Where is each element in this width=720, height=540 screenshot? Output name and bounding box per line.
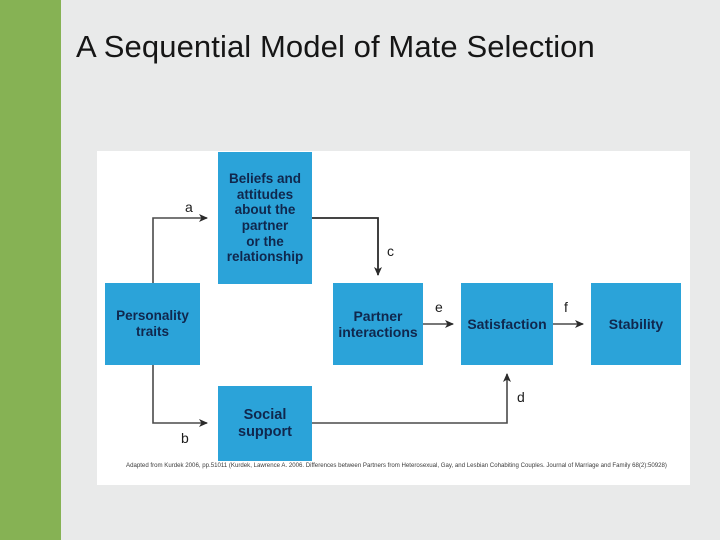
diagram-node-beliefs-label: Beliefs and attitudes about the partner …: [226, 171, 304, 265]
diagram-node-social-support: Social support: [218, 386, 312, 461]
diagram-node-personality-traits-label: Personality traits: [116, 308, 189, 339]
edge-label-c: c: [387, 243, 394, 259]
diagram-node-stability: Stability: [591, 283, 681, 365]
edge-d-path: [312, 373, 511, 424]
diagram-node-satisfaction: Satisfaction: [461, 283, 553, 365]
edge-label-b: b: [181, 430, 189, 446]
edge-a-path: [152, 214, 208, 283]
figure-caption: Adapted from Kurdek 2006, pp.51011 (Kurd…: [126, 462, 667, 469]
diagram-node-partner-interactions-label: Partner interactions: [338, 307, 418, 340]
edge-label-d: d: [517, 389, 525, 405]
diagram-node-personality-traits: Personality traits: [105, 283, 200, 365]
diagram-node-social-support-label: Social support: [238, 406, 292, 440]
edge-label-e: e: [435, 299, 443, 315]
diagram-node-stability-label: Stability: [608, 315, 664, 332]
diagram-node-satisfaction-label: Satisfaction: [467, 315, 547, 332]
diagram-node-partner-interactions: Partner interactions: [333, 283, 423, 365]
edge-label-f: f: [564, 299, 568, 315]
page-title: A Sequential Model of Mate Selection: [76, 29, 595, 64]
edge-label-a: a: [185, 199, 193, 215]
edge-c-path: [312, 217, 382, 276]
edge-b-path: [152, 365, 208, 427]
accent-bar: [0, 0, 61, 540]
diagram-figure: Beliefs and attitudes about the partner …: [97, 151, 690, 485]
diagram-node-beliefs: Beliefs and attitudes about the partner …: [218, 152, 312, 284]
